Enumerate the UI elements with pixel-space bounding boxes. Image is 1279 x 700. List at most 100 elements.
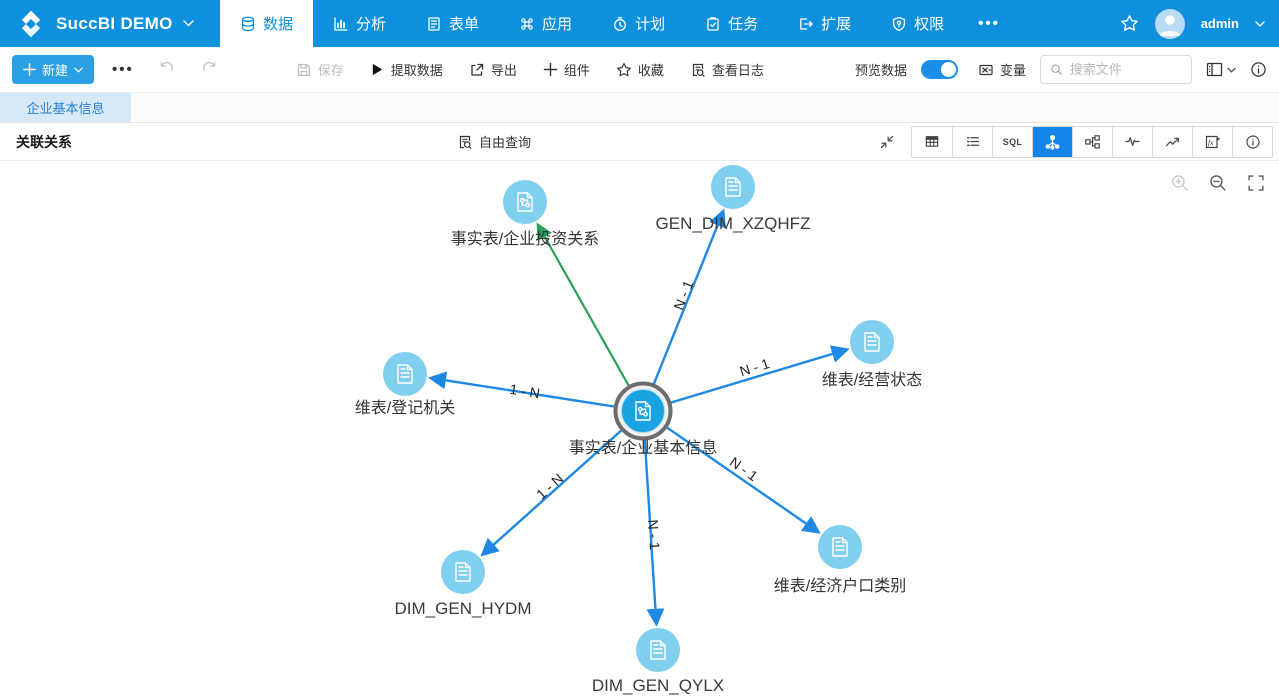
edge-cardinality: 1 - N <box>509 381 541 402</box>
nav-item-analysis[interactable]: 分析 <box>313 0 406 47</box>
extension-icon <box>800 17 813 30</box>
view-script-button[interactable]: fx <box>1192 126 1232 157</box>
node-dim-economic-account-type[interactable] <box>818 525 862 569</box>
new-button[interactable]: 新建 <box>12 55 95 84</box>
relation-graph[interactable]: N - 1 N - 1 1 - N 1 - N N - 1 N - 1 <box>0 161 1279 699</box>
nav-item-plans[interactable]: 计划 <box>592 0 685 47</box>
favorite-star-icon[interactable] <box>1120 14 1139 33</box>
topbar-right: admin <box>1120 0 1279 47</box>
view-table-button[interactable] <box>912 126 952 157</box>
network-graph-icon <box>1045 134 1060 150</box>
succbi-logo-icon <box>21 10 41 37</box>
timer-icon <box>614 16 627 31</box>
component-button[interactable]: 组件 <box>543 60 590 79</box>
info-button[interactable] <box>1250 61 1267 78</box>
node-fact-enterprise-basic-info-selected[interactable] <box>613 381 673 441</box>
export-icon <box>471 63 483 76</box>
view-info-button[interactable] <box>1232 126 1272 157</box>
node-fact-investment-relation[interactable] <box>503 180 547 224</box>
info-icon <box>1251 62 1266 77</box>
chevron-down-icon[interactable] <box>1255 20 1265 27</box>
view-trend-button[interactable] <box>1152 126 1192 157</box>
star-icon <box>616 62 631 76</box>
export-button[interactable]: 导出 <box>469 60 517 79</box>
panel-title: 关联关系 <box>16 133 72 150</box>
node-gen-dim-xzqhfz[interactable] <box>711 165 755 209</box>
nav-label: 计划 <box>635 16 666 33</box>
fit-to-screen-button[interactable] <box>1247 174 1265 192</box>
person-icon <box>1159 14 1181 36</box>
preview-data-toggle[interactable] <box>920 60 958 79</box>
node-label: 事实表/企业基本信息 <box>569 439 717 457</box>
edge-to-operating-status[interactable] <box>642 345 850 413</box>
view-log-label: 查看日志 <box>711 63 764 78</box>
view-switcher: SQL fx <box>879 125 1273 158</box>
edge-to-gen-dim-xzqhfz[interactable] <box>641 208 726 412</box>
zoom-out-button[interactable] <box>1209 174 1227 192</box>
edge-to-investment-relation[interactable] <box>536 222 644 412</box>
node-label: 维表/登记机关 <box>355 399 455 417</box>
lineage-icon <box>1085 134 1100 149</box>
new-button-label: 新建 <box>42 63 69 78</box>
nav-item-extensions[interactable]: 扩展 <box>778 0 871 47</box>
tab-enterprise-basic-info[interactable]: 企业基本信息 <box>0 93 133 122</box>
variable-icon <box>979 64 993 75</box>
collapse-icon[interactable] <box>879 134 895 150</box>
extract-data-button[interactable]: 提取数据 <box>370 60 443 79</box>
nav-label: 扩展 <box>821 16 852 33</box>
chevron-down-icon <box>182 20 194 27</box>
layout-columns-button[interactable] <box>1206 62 1236 77</box>
nav-item-permissions[interactable]: 权限 <box>871 0 964 47</box>
edge-cardinality: 1 - N <box>533 470 566 502</box>
undo-button[interactable] <box>158 59 177 81</box>
toolbar-center-group: 保存 提取数据 导出 组件 收藏 查看日志 <box>296 60 764 79</box>
node-dim-registration-authority[interactable] <box>383 352 427 396</box>
edge-to-dim-gen-qylx[interactable] <box>641 410 665 627</box>
play-icon <box>372 63 382 76</box>
favorite-button[interactable]: 收藏 <box>616 60 664 79</box>
free-query-button[interactable]: 自由查询 <box>457 132 531 151</box>
graph-canvas[interactable]: N - 1 N - 1 1 - N 1 - N N - 1 N - 1 <box>0 161 1279 699</box>
nav-overflow-button[interactable]: ••• <box>978 15 1000 32</box>
more-actions-button[interactable]: ••• <box>112 61 134 78</box>
edge-to-economic-account-type[interactable] <box>642 410 821 534</box>
toggle-knob <box>940 62 956 77</box>
nav-label: 应用 <box>542 16 573 33</box>
brand-menu[interactable]: SuccBI DEMO <box>0 0 220 47</box>
search-input[interactable] <box>1069 62 1182 77</box>
view-profile-button[interactable] <box>1112 126 1152 157</box>
plus-icon <box>543 62 558 77</box>
file-search[interactable] <box>1040 55 1192 84</box>
nav-item-data[interactable]: 数据 <box>220 0 314 47</box>
nav-label: 数据 <box>263 16 294 33</box>
fx-script-icon: fx <box>1205 135 1221 148</box>
redo-icon <box>202 61 216 71</box>
zoom-in-button[interactable] <box>1171 174 1189 192</box>
edge-to-registration-authority[interactable] <box>428 371 644 413</box>
edge-to-dim-gen-hydm[interactable] <box>480 410 644 557</box>
save-icon <box>297 63 310 76</box>
redo-button[interactable] <box>199 59 218 81</box>
variable-button[interactable]: 变量 <box>978 60 1026 79</box>
undo-icon <box>160 61 173 71</box>
node-label: 事实表/企业投资关系 <box>451 230 599 248</box>
view-log-button[interactable]: 查看日志 <box>690 60 764 79</box>
save-button[interactable]: 保存 <box>296 60 344 79</box>
nav-item-tasks[interactable]: 任务 <box>685 0 778 47</box>
node-dim-operating-status[interactable] <box>850 320 894 364</box>
nav-item-apps[interactable]: 应用 <box>499 0 592 47</box>
view-list-button[interactable] <box>952 126 992 157</box>
view-relation-graph-button[interactable] <box>1032 126 1072 157</box>
node-dim-gen-hydm[interactable] <box>441 550 485 594</box>
node-label: 维表/经营状态 <box>822 371 922 389</box>
edge-cardinality: N - 1 <box>645 519 663 551</box>
user-avatar[interactable] <box>1154 8 1185 39</box>
pulse-icon <box>1125 136 1140 147</box>
command-icon <box>521 17 533 30</box>
nav-item-forms[interactable]: 表单 <box>406 0 499 47</box>
preview-label-text: 预览数据 <box>854 63 907 78</box>
brand-name: SuccBI DEMO <box>56 13 173 33</box>
view-sql-button[interactable]: SQL <box>992 126 1032 157</box>
node-dim-gen-qylx[interactable] <box>636 628 680 672</box>
view-lineage-button[interactable] <box>1072 126 1112 157</box>
